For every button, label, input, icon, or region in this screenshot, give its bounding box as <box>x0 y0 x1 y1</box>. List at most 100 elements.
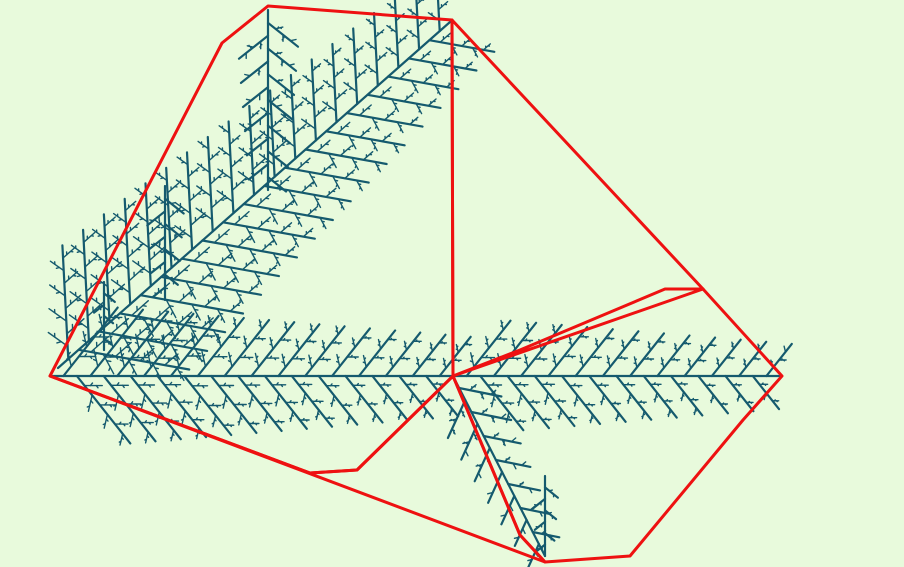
fractal-branch <box>641 415 644 418</box>
fractal-branch <box>328 107 333 110</box>
fractal-branch <box>266 264 278 275</box>
fractal-branch <box>344 125 349 128</box>
fractal-branch <box>353 45 364 55</box>
fractal-branch <box>375 51 388 63</box>
fractal-branch <box>577 384 580 388</box>
fractal-branch <box>365 41 377 51</box>
fractal-branch <box>334 179 339 182</box>
fractal-branch <box>241 403 244 407</box>
fractal-branch <box>247 356 251 360</box>
fractal-branch <box>289 203 293 206</box>
fractal-branch <box>203 295 218 308</box>
fractal-branch <box>181 185 186 188</box>
fractal-branch <box>263 184 352 203</box>
fractal-branch <box>280 79 283 82</box>
fractal-branch <box>253 257 256 262</box>
fractal-branch <box>315 415 318 418</box>
fractal-branch <box>132 235 150 249</box>
fractal-branch <box>128 347 131 353</box>
fractal-branch <box>374 161 381 173</box>
fractal-branch <box>384 110 396 121</box>
fractal-branch <box>601 330 640 378</box>
fractal-branch <box>146 434 150 438</box>
fractal-branch <box>597 356 600 360</box>
fractal-branch <box>667 413 670 416</box>
fractal-branch <box>257 279 260 283</box>
fractal-branch <box>575 398 579 402</box>
fractal-branch <box>451 427 456 435</box>
fractal-branch <box>523 361 528 364</box>
fractal-branch <box>510 437 517 443</box>
fractal-branch <box>708 383 711 386</box>
fractal-branch <box>247 123 254 126</box>
fractal-branch <box>154 292 158 295</box>
fractal-branch <box>48 308 68 322</box>
fractal-branch <box>442 363 446 366</box>
fractal-branch <box>511 344 515 347</box>
fractal-branch <box>222 129 227 132</box>
fractal-branch <box>190 340 195 343</box>
fractal-branch <box>501 321 504 325</box>
fractal-branch <box>152 286 167 298</box>
fractal-branch <box>181 232 187 236</box>
fractal-branch <box>199 419 202 422</box>
fractal-branch <box>356 382 359 386</box>
fractal-branch <box>276 79 284 82</box>
fractal-branch <box>469 384 477 391</box>
fractal-branch <box>327 63 332 66</box>
fractal-branch <box>280 144 285 147</box>
fractal-branch <box>376 355 379 359</box>
fractal-branch <box>437 0 449 11</box>
fractal-branch <box>175 179 190 190</box>
fractal-branch <box>325 130 406 147</box>
fractal-branch <box>248 248 259 265</box>
fractal-branch <box>124 315 129 330</box>
fractal-branch <box>327 85 332 88</box>
fractal-branch <box>344 34 355 42</box>
fractal-branch <box>399 68 412 80</box>
fractal-branch <box>89 355 93 360</box>
fractal-branch <box>286 339 289 343</box>
fractal-branch <box>449 407 453 416</box>
fractal-branch <box>460 408 466 418</box>
fractal-branch <box>142 381 146 386</box>
fractal-branch <box>453 418 455 422</box>
fractal-branch <box>219 312 224 315</box>
fractal-branch <box>181 410 186 424</box>
fractal-branch <box>70 244 86 256</box>
fractal-branch <box>317 412 320 416</box>
fractal-branch <box>214 333 219 336</box>
fractal-branch <box>223 197 229 200</box>
fractal-branch <box>301 126 306 129</box>
fractal-branch <box>175 337 179 342</box>
fractal-branch <box>683 336 717 378</box>
fractal-branch <box>284 321 288 332</box>
fractal-branch <box>512 462 517 470</box>
fractal-branch <box>415 0 421 51</box>
fractal-branch <box>190 292 194 297</box>
fractal-branch <box>750 401 753 404</box>
fractal-branch <box>148 351 153 354</box>
fractal-branch <box>716 362 720 365</box>
fractal-branch <box>508 402 512 406</box>
fractal-branch <box>440 341 443 344</box>
fractal-branch <box>332 162 335 166</box>
fractal-branch <box>268 207 279 225</box>
fractal-branch <box>377 338 382 350</box>
fractal-branch <box>151 350 155 355</box>
fractal-branch <box>182 399 186 403</box>
fractal-branch <box>75 374 132 445</box>
fractal-branch <box>738 395 741 398</box>
fractal-branch <box>280 63 283 66</box>
fractal-branch <box>169 397 173 402</box>
fractal-branch <box>257 336 260 340</box>
fractal-branch <box>710 343 713 346</box>
fractal-branch <box>308 354 313 369</box>
fractal-branch <box>243 342 247 345</box>
fractal-branch <box>328 152 337 169</box>
fractal-branch <box>513 536 520 539</box>
fractal-branch <box>272 140 287 153</box>
fractal-branch <box>336 121 351 135</box>
fractal-branch <box>306 102 311 105</box>
